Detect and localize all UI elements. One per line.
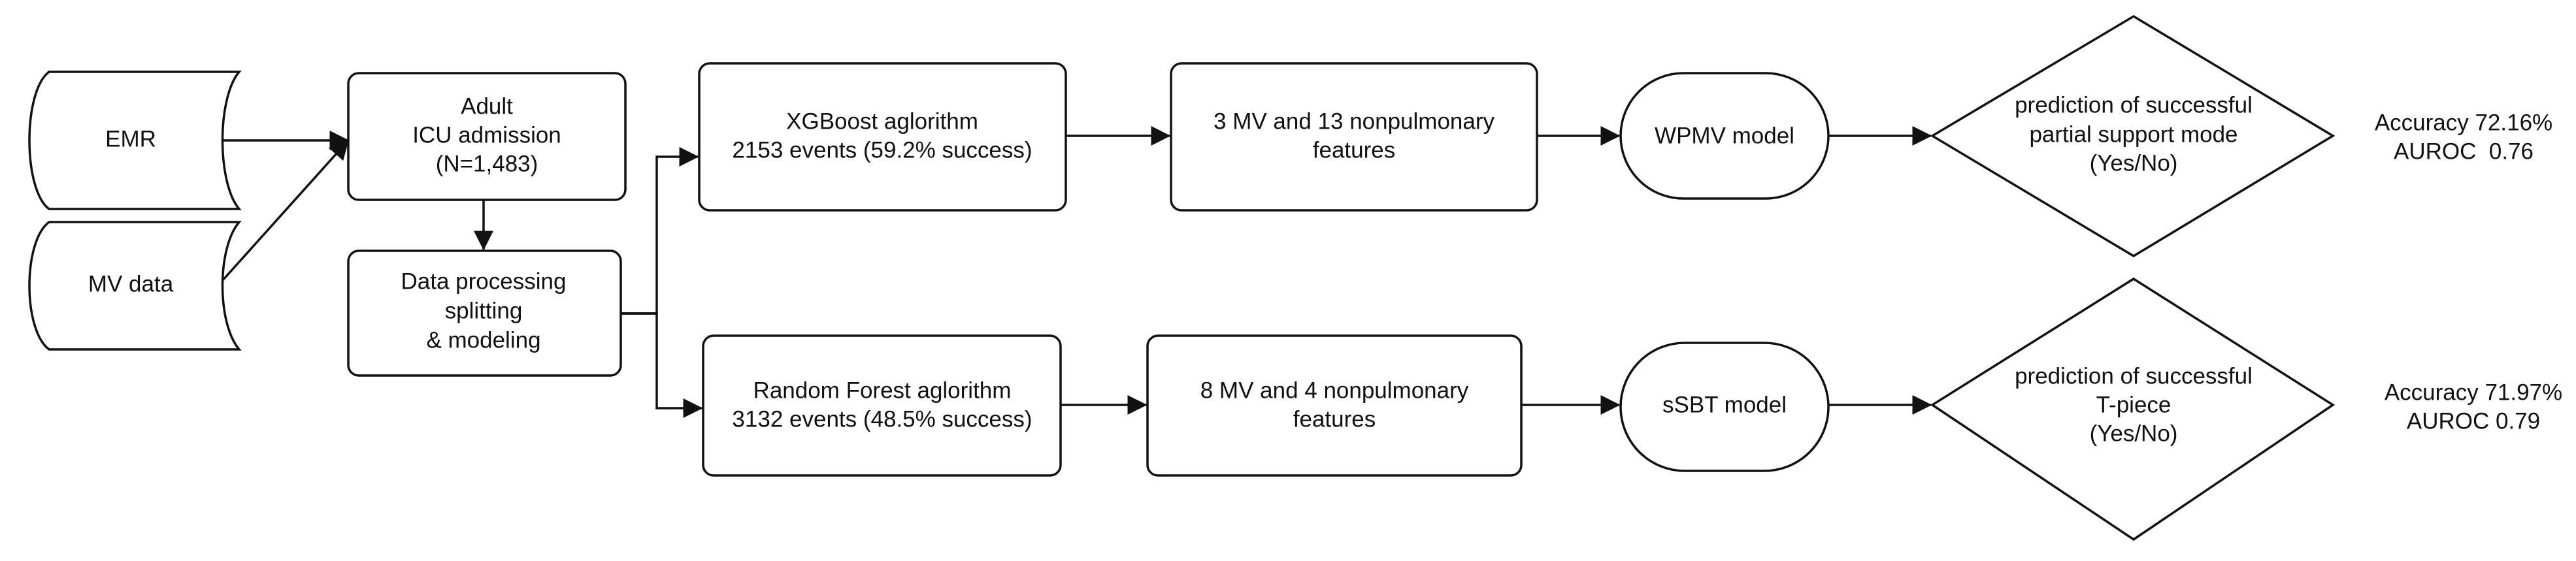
edge-mvdata-to-admission (221, 139, 350, 282)
emr-datastore: EMR (28, 71, 242, 210)
bottom-decision-line2: T-piece (2096, 392, 2171, 417)
bottom-features-line2: features (1293, 406, 1376, 432)
top-features-line2: features (1313, 137, 1395, 163)
xgboost-algorithm-line1: XGBoost aglorithm (786, 108, 978, 134)
top-accuracy: Accuracy 72.16% (2375, 110, 2552, 135)
admission-box: Adult ICU admission (N=1,483) (347, 72, 627, 201)
top-features-line1: 3 MV and 13 nonpulmonary (1214, 108, 1494, 134)
processing-box: Data processing splitting & modeling (347, 249, 622, 377)
ssbt-model-label: sSBT model (1662, 392, 1787, 417)
wpmv-model-label: WPMV model (1655, 123, 1794, 148)
top-auroc: AUROC 0.76 (2394, 138, 2534, 164)
edge-processing-to-randomforest (621, 312, 703, 418)
edge-processing-to-xgboost (621, 147, 699, 315)
xgboost-algorithm-line2: 2153 events (59.2% success) (732, 137, 1032, 163)
edges (221, 126, 1932, 418)
top-decision-line2: partial support mode (2029, 121, 2237, 147)
admission-line2: ICU admission (412, 122, 561, 148)
top-decision-line3: (Yes/No) (2090, 150, 2178, 176)
bottom-auroc: AUROC 0.79 (2407, 408, 2540, 434)
ssbt-model-terminal: sSBT model (1619, 342, 1830, 472)
randomforest-algorithm-box: Random Forest aglorithm 3132 events (48.… (702, 334, 1062, 477)
randomforest-algorithm-line1: Random Forest aglorithm (753, 377, 1012, 403)
bottom-decision-diamond: prediction of successful T-piece (Yes/No… (1930, 277, 2336, 541)
top-decision-diamond: prediction of successful partial support… (1930, 14, 2336, 258)
mv-data-datastore: MV data (28, 221, 242, 351)
bottom-decision-line3: (Yes/No) (2090, 421, 2178, 446)
top-metrics: Accuracy 72.16% AUROC 0.76 (2375, 110, 2552, 164)
wpmv-model-terminal: WPMV model (1619, 72, 1830, 200)
top-features-box: 3 MV and 13 nonpulmonary features (1170, 62, 1538, 212)
top-decision-line1: prediction of successful (2015, 92, 2253, 118)
processing-line2: splitting (445, 298, 523, 323)
emr-label: EMR (105, 126, 156, 152)
xgboost-algorithm-box: XGBoost aglorithm 2153 events (59.2% suc… (698, 62, 1067, 212)
bottom-decision-line1: prediction of successful (2015, 363, 2253, 389)
processing-line1: Data processing (401, 268, 567, 294)
mv-data-label: MV data (88, 271, 174, 297)
bottom-metrics: Accuracy 71.97% AUROC 0.79 (2385, 379, 2562, 434)
bottom-accuracy: Accuracy 71.97% (2385, 379, 2562, 405)
admission-line1: Adult (461, 93, 513, 119)
bottom-features-box: 8 MV and 4 nonpulmonary features (1146, 334, 1523, 477)
bottom-features-line1: 8 MV and 4 nonpulmonary (1200, 377, 1469, 403)
admission-line3: (N=1,483) (436, 151, 538, 176)
processing-line3: & modeling (426, 327, 540, 353)
randomforest-algorithm-line2: 3132 events (48.5% success) (732, 406, 1032, 432)
